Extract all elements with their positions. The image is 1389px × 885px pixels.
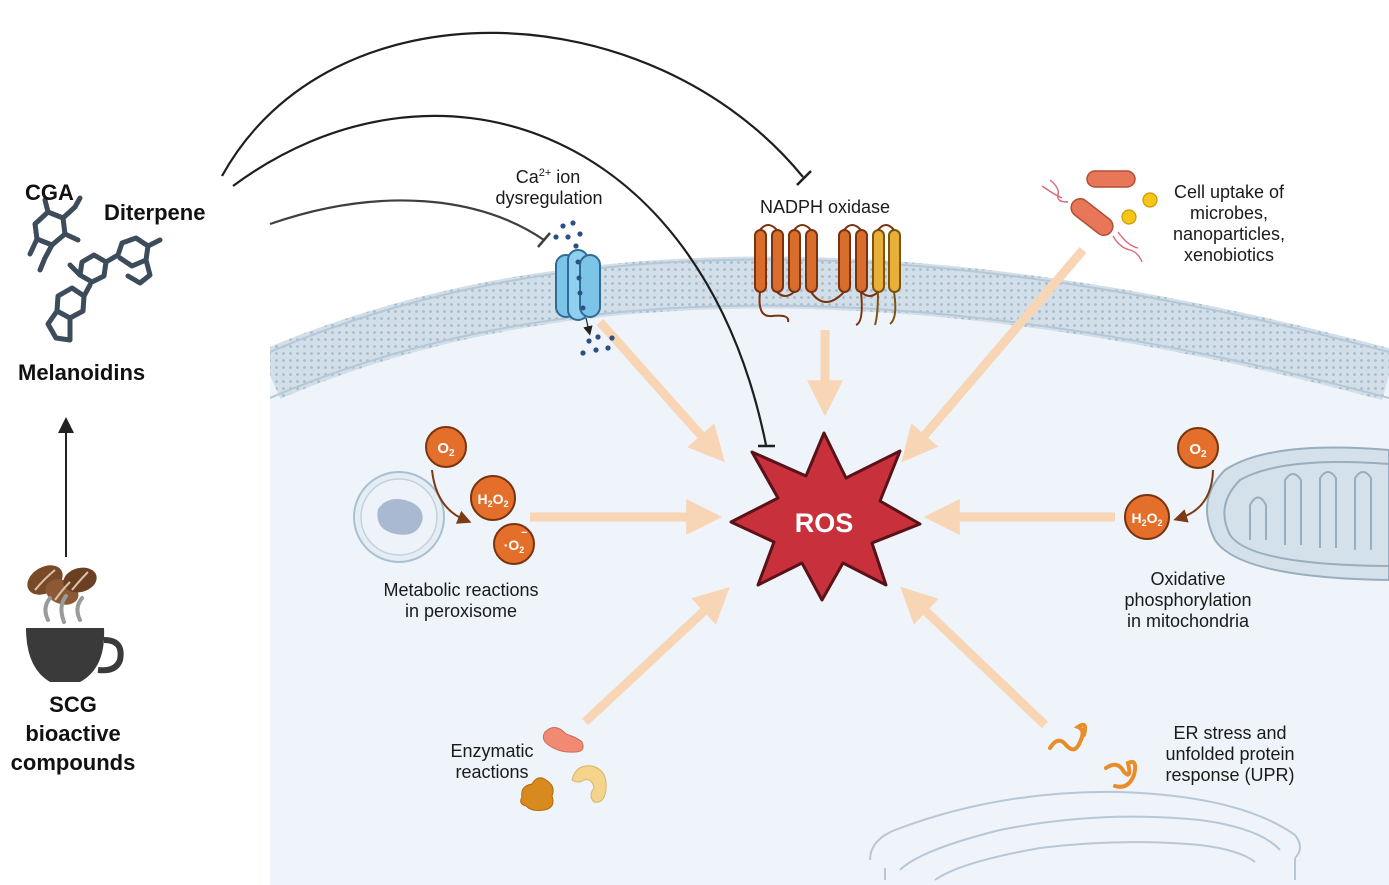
ros-label: ROS [795,508,854,538]
perox-label-1: Metabolic reactions [383,580,538,600]
mitochondria-molecules: O2 H2O2 [1124,427,1219,540]
inhibit-ca-curve [269,199,545,241]
arrow-uptake-to-ros [901,247,1087,463]
inhibition-curves [221,31,812,448]
melanoidin-molecule-icon [45,282,93,343]
nadph-oxidase-icon [754,224,901,326]
ca-label-line1: Ca2+ ion [516,167,581,187]
arrow-enz-to-ros [581,586,730,726]
nadph-label: NADPH oxidase [760,197,890,217]
calcium-ions [553,220,615,356]
cga-molecule-icon [27,195,83,273]
arrow-er-to-ros [900,586,1049,729]
mitochondrion-icon [1206,446,1389,582]
svg-text:H2O2: H2O2 [1131,510,1162,528]
melanoidins-label: Melanoidins [18,360,145,385]
svg-text:O2: O2 [437,440,455,459]
nanoparticle-icon [1121,192,1158,225]
uptake-label-3: nanoparticles, [1173,224,1285,244]
uptake-label-4: xenobiotics [1184,245,1274,265]
scg-label-2: bioactive [25,721,120,746]
er-label-2: unfolded protein [1165,744,1294,764]
uptake-label-2: microbes, [1190,203,1268,223]
ros-burst-icon [729,431,922,602]
enz-label-2: reactions [455,762,528,782]
oxphos-label-3: in mitochondria [1127,611,1250,631]
svg-text:−: − [521,527,527,539]
enz-label-1: Enzymatic [450,741,533,761]
superoxide-molecule [493,523,535,565]
coffee-steam [43,594,84,624]
oxphos-label-2: phosphorylation [1124,590,1251,610]
peroxisome-icon [353,471,445,563]
endoplasmic-reticulum-icon [869,790,1301,881]
h2o2-molecule [1124,494,1170,540]
enzyme-icon [520,727,607,811]
uptake-label-1: Cell uptake of [1174,182,1285,202]
scg-label-1: SCG [49,692,97,717]
h2o2-molecule [470,475,516,521]
o2-molecule [425,426,467,468]
peroxisome-molecules: O2 H2O2 ·O2 − [425,426,535,565]
scg-label-3: compounds [11,750,136,775]
diterpene-molecule-icon [67,235,163,286]
svg-text:·O2: ·O2 [504,537,525,555]
bacterium-icon [1041,170,1143,263]
svg-text:H2O2: H2O2 [477,491,508,509]
o2-molecule [1177,427,1219,469]
inhibit-nadph-curve [221,31,804,178]
coffee-bean-icon [27,565,97,605]
inhibit-ros-curve [232,114,768,446]
perox-label-2: in peroxisome [405,601,517,621]
cga-label: CGA [25,180,74,205]
er-label-1: ER stress and [1173,723,1286,743]
oxphos-label-1: Oxidative [1150,569,1225,589]
diterpene-label: Diterpene [104,200,205,225]
ca-label-line2: dysregulation [495,188,602,208]
ros-source-arrows [530,247,1115,729]
arrow-ca-to-ros [596,319,725,463]
er-label-3: response (UPR) [1165,765,1294,785]
ion-channel-icon [555,249,601,336]
misfolded-protein-icon [1048,722,1138,789]
coffee-cup-icon [26,628,124,682]
svg-text:O2: O2 [1189,441,1207,460]
